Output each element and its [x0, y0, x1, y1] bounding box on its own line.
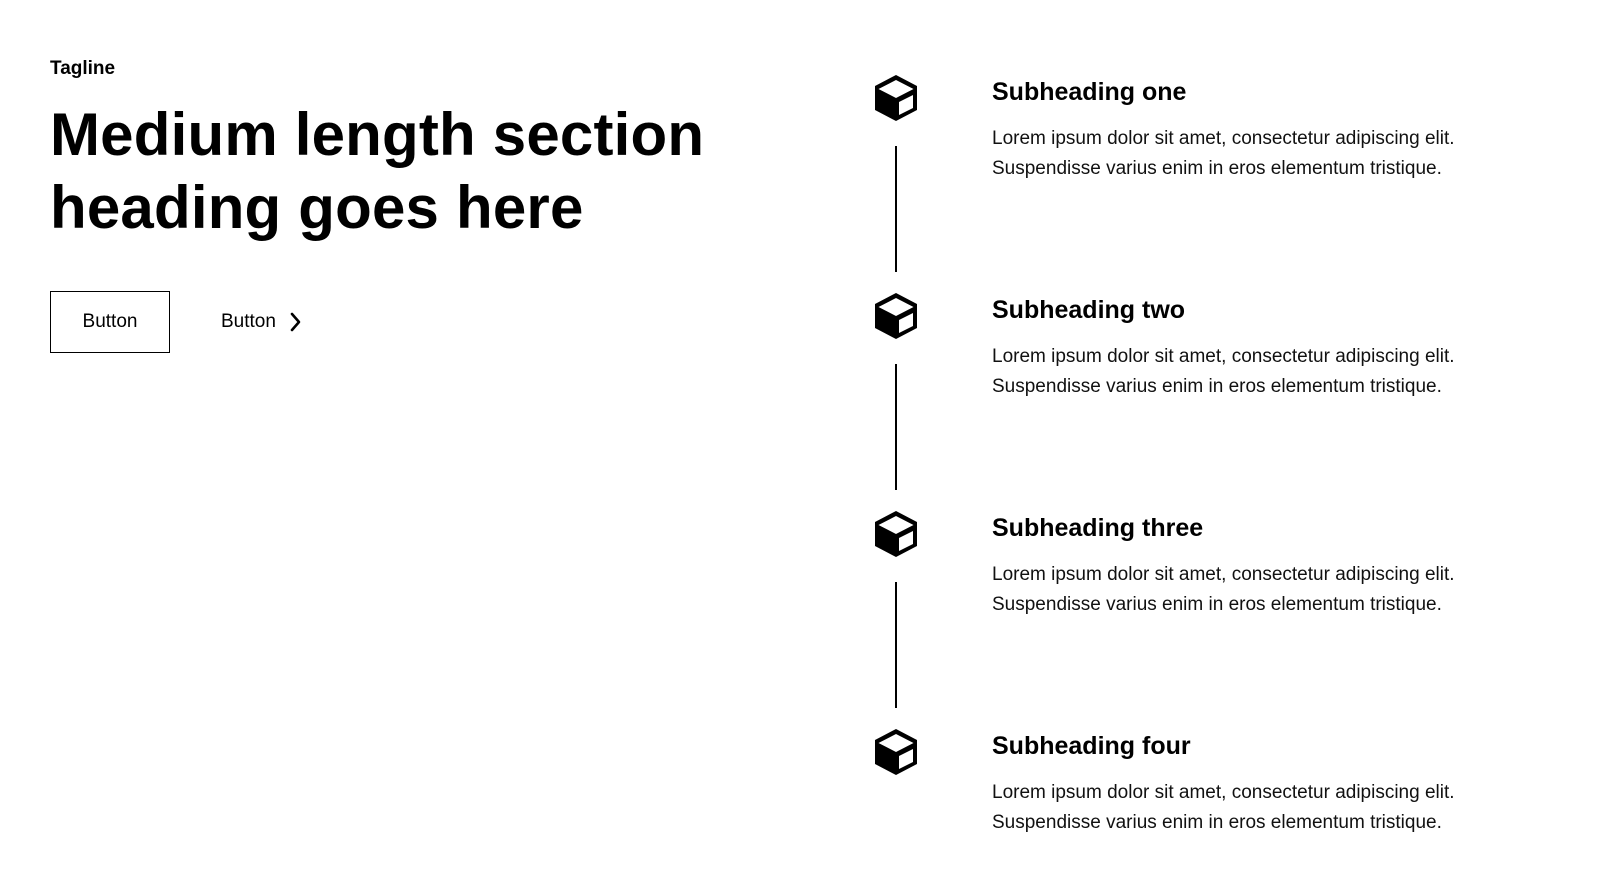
step-description-line-2: Suspendisse varius enim in eros elementu…: [992, 812, 1442, 833]
section-heading: Medium length section heading goes here: [50, 98, 770, 244]
step-description: Lorem ipsum dolor sit amet, consectetur …: [992, 342, 1552, 402]
tagline: Tagline: [50, 58, 116, 79]
step-description: Lorem ipsum dolor sit amet, consectetur …: [992, 560, 1552, 620]
timeline-connector: [895, 146, 897, 272]
hero-section: Tagline Medium length section heading go…: [50, 56, 770, 244]
step-title: Subheading three: [992, 514, 1204, 542]
step-title: Subheading four: [992, 732, 1191, 760]
timeline: Subheading one Lorem ipsum dolor sit ame…: [870, 72, 1590, 886]
step-description: Lorem ipsum dolor sit amet, consectetur …: [992, 124, 1552, 184]
outline-button[interactable]: Button: [50, 291, 170, 353]
link-button-label: Button: [221, 311, 276, 332]
heading-line-1: Medium length section: [50, 101, 705, 168]
step-description-line-1: Lorem ipsum dolor sit amet, consectetur …: [992, 128, 1455, 149]
cube-icon: [870, 290, 922, 342]
step-title: Subheading one: [992, 78, 1187, 106]
cube-icon: [870, 72, 922, 124]
cube-icon: [870, 508, 922, 560]
timeline-connector: [895, 364, 897, 490]
hero-actions: Button Button: [50, 291, 304, 353]
link-button[interactable]: Button: [221, 311, 304, 333]
timeline-step-content: Subheading four Lorem ipsum dolor sit am…: [992, 728, 1552, 838]
timeline-step-content: Subheading two Lorem ipsum dolor sit ame…: [992, 292, 1552, 402]
step-description-line-1: Lorem ipsum dolor sit amet, consectetur …: [992, 346, 1455, 367]
step-description-line-2: Suspendisse varius enim in eros elementu…: [992, 594, 1442, 615]
timeline-step-one: Subheading one Lorem ipsum dolor sit ame…: [870, 72, 1590, 290]
step-description-line-2: Suspendisse varius enim in eros elementu…: [992, 376, 1442, 397]
timeline-step-four: Subheading four Lorem ipsum dolor sit am…: [870, 726, 1590, 886]
timeline-step-content: Subheading three Lorem ipsum dolor sit a…: [992, 510, 1552, 620]
timeline-step-content: Subheading one Lorem ipsum dolor sit ame…: [992, 74, 1552, 184]
timeline-step-three: Subheading three Lorem ipsum dolor sit a…: [870, 508, 1590, 726]
heading-line-2: heading goes here: [50, 174, 584, 241]
step-description-line-1: Lorem ipsum dolor sit amet, consectetur …: [992, 782, 1455, 803]
timeline-step-two: Subheading two Lorem ipsum dolor sit ame…: [870, 290, 1590, 508]
step-description-line-1: Lorem ipsum dolor sit amet, consectetur …: [992, 564, 1455, 585]
step-title: Subheading two: [992, 296, 1186, 324]
timeline-connector: [895, 582, 897, 708]
chevron-right-icon: [288, 311, 304, 333]
step-description: Lorem ipsum dolor sit amet, consectetur …: [992, 778, 1552, 838]
cube-icon: [870, 726, 922, 778]
step-description-line-2: Suspendisse varius enim in eros elementu…: [992, 158, 1442, 179]
